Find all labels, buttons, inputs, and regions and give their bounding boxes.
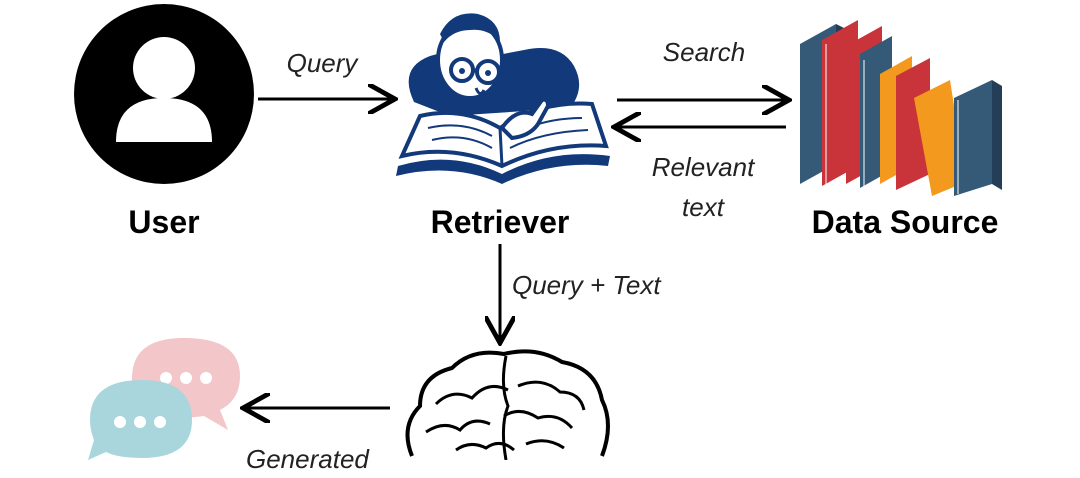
data-source-label: Data Source — [811, 204, 999, 240]
edge-label-query-plus-text: Query + Text — [512, 270, 661, 300]
chat-bubbles-icon — [88, 338, 240, 460]
user-avatar-icon — [74, 4, 254, 184]
edge-label-generated: Generated — [246, 444, 369, 474]
user-label: User — [128, 204, 200, 240]
diagram-arrows — [0, 0, 1080, 460]
edge-label-relevant-text-2: text — [682, 192, 724, 222]
edge-label-query: Query — [286, 48, 358, 78]
books-icon — [800, 20, 1002, 196]
edge-label-search: Search — [662, 37, 746, 67]
retriever-label: Retriever — [430, 204, 570, 240]
edge-label-relevant-text-1: Relevant — [651, 152, 755, 182]
reading-scholar-icon — [396, 13, 610, 184]
brain-icon — [405, 349, 610, 460]
